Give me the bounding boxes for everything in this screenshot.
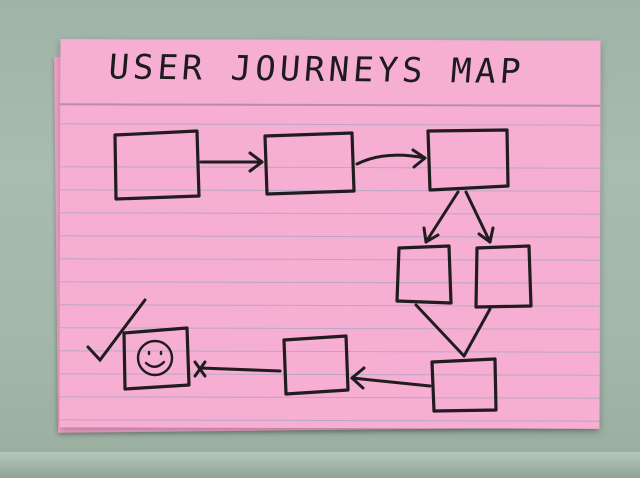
edge-step-5-to-goal <box>193 360 282 378</box>
edge-step-1-to-step-2 <box>199 151 264 173</box>
node-branch-b <box>474 244 533 309</box>
smiley-face-icon <box>136 339 174 377</box>
node-merge <box>430 357 498 413</box>
edge-merge-to-step-5 <box>350 366 432 390</box>
edge-branch-b-to-merge <box>462 307 492 358</box>
node-step-5 <box>282 334 350 396</box>
edge-step-3-to-branch-a <box>422 190 460 244</box>
edge-step-2-to-step-3 <box>355 148 427 169</box>
edge-branch-a-to-merge <box>414 303 466 358</box>
node-step-3 <box>426 128 510 192</box>
node-step-1 <box>113 129 201 201</box>
edge-step-3-to-branch-b <box>464 190 495 244</box>
checkmark-icon <box>86 298 147 363</box>
node-goal <box>122 326 191 391</box>
node-step-2 <box>263 131 356 196</box>
node-branch-a <box>395 244 453 305</box>
desk-surface <box>0 452 640 478</box>
